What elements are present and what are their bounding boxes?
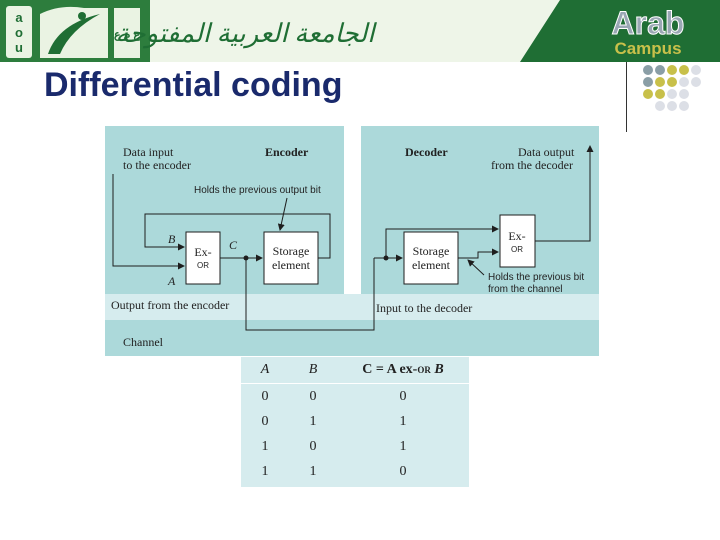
table-row: 0 0 0 (241, 384, 469, 410)
header-a: A (241, 357, 289, 384)
decoder-hold-note-2: from the channel (488, 284, 563, 295)
cell-c: 1 (337, 409, 469, 434)
decoder-storage-label-2: element (412, 258, 451, 272)
cell-b: 1 (289, 409, 337, 434)
header-b: B (289, 357, 337, 384)
header-c-op: ex- (399, 362, 417, 377)
cell-c: 1 (337, 434, 469, 459)
cell-a: 1 (241, 434, 289, 459)
decoder-input-label: Input to the decoder (376, 301, 472, 315)
truth-table: A B C = A ex-OR B 0 0 0 0 1 1 1 (241, 357, 469, 484)
cell-c: 0 (337, 384, 469, 410)
cell-a: 0 (241, 409, 289, 434)
table-row: 1 1 0 (241, 459, 469, 484)
header-c: C = A ex-OR B (337, 357, 469, 384)
cell-b: 1 (289, 459, 337, 484)
table-row: 1 0 1 (241, 434, 469, 459)
header-c-b: B (434, 362, 443, 377)
decoder-xor-label: Ex- (508, 229, 525, 243)
channel-label: Channel (123, 335, 164, 349)
cell-a: 1 (241, 459, 289, 484)
table-row: 0 1 1 (241, 409, 469, 434)
cell-b: 0 (289, 384, 337, 410)
encoder-data-input-label-2: to the encoder (123, 158, 191, 172)
decoder-storage-label: Storage (413, 244, 450, 258)
encoder-storage-label-2: element (272, 258, 311, 272)
decoder-data-output-label-2: from the decoder (491, 158, 573, 172)
channel-band (105, 320, 599, 356)
cell-c: 0 (337, 459, 469, 484)
encoder-label-b: B (168, 232, 176, 246)
encoder-hold-note: Holds the previous output bit (194, 185, 321, 196)
header-c-prefix: C = A (362, 362, 396, 377)
encoder-xor-label-2: OR (197, 261, 209, 270)
encoder-xor-label: Ex- (194, 245, 211, 259)
decoder-data-output-label: Data output (518, 145, 575, 159)
cell-b: 0 (289, 434, 337, 459)
decoder-title: Decoder (405, 145, 448, 159)
truth-table-panel: A B C = A ex-OR B 0 0 0 0 1 1 1 (241, 357, 469, 487)
encoder-label-c: C (229, 238, 238, 252)
encoder-storage-label: Storage (273, 244, 310, 258)
encoder-output-label: Output from the encoder (111, 298, 229, 312)
decoder-xor-label-2: OR (511, 245, 523, 254)
cell-a: 0 (241, 384, 289, 410)
encoder-label-a: A (167, 274, 176, 288)
encoder-data-input-label: Data input (123, 145, 174, 159)
encoder-title: Encoder (265, 145, 309, 159)
header-c-or: OR (417, 365, 431, 375)
decoder-junction-dot (384, 256, 389, 261)
truth-table-header: A B C = A ex-OR B (241, 357, 469, 384)
encoder-junction-dot (244, 256, 249, 261)
decoder-hold-note: Holds the previous bit (488, 272, 584, 283)
